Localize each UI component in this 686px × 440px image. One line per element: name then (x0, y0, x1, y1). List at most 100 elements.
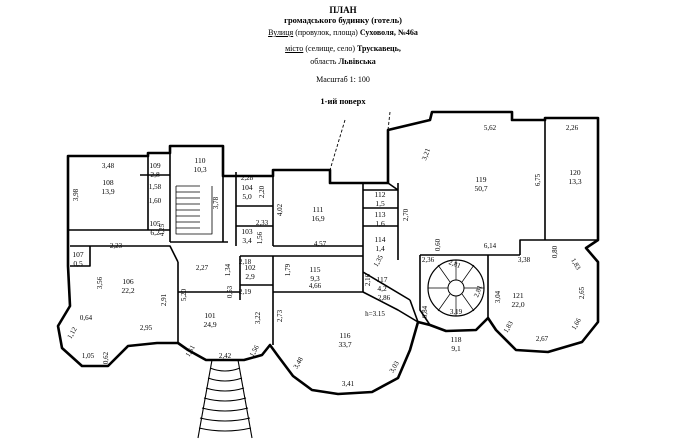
room-area-111: 16,9 (311, 214, 324, 223)
dimension-label: 2,65 (578, 286, 586, 299)
dimension-label: 2,28 (241, 174, 254, 182)
city-value: Трускавець, (357, 44, 401, 53)
room-number-113: 113 (375, 210, 386, 219)
bay-lines (329, 111, 391, 171)
dimension-label: 3,38 (518, 256, 531, 264)
dimension-label: 6,14 (484, 242, 497, 250)
dimension-label: 2,95 (140, 324, 153, 332)
dimension-label: 1,79 (284, 263, 292, 276)
dimension-label: 2,20 (258, 185, 266, 198)
scale-label: Масштаб 1: 100 (316, 75, 370, 84)
dimension-label: 1,58 (149, 183, 162, 191)
dimension-label: 1,60 (149, 197, 162, 205)
dimension-label: 1,05 (82, 352, 95, 360)
rotunda-wall (57, 305, 129, 367)
room-labels: 10813,91092,81056,21070,510622,211010,31… (72, 156, 581, 353)
dimension-label: 3,04 (494, 290, 502, 303)
dimension-label: 5,62 (484, 124, 497, 132)
dimension-label: 6,75 (534, 173, 542, 186)
dimension-label: 2,16 (364, 273, 372, 286)
dimension-label: 3,21 (420, 147, 432, 162)
room-number-112: 112 (375, 190, 386, 199)
city-line: місто (селище, село) Трускавець, (0, 44, 686, 53)
floor-label: 1-ий поверх (320, 96, 366, 106)
street-label: Вулиця (268, 28, 294, 37)
dimension-label: 3,19 (450, 308, 463, 316)
dimension-label: 3,56 (96, 276, 104, 289)
room-area-114: 1,4 (375, 244, 385, 253)
plan-subtitle: громадського будинку (готель) (284, 15, 402, 25)
entrance-steps (197, 359, 253, 439)
room-number-109: 109 (149, 161, 161, 170)
dimension-label: 4,02 (276, 203, 284, 216)
room-area-108: 13,9 (101, 187, 114, 196)
height-annotation: h=3.15 (365, 310, 385, 318)
room-number-111: 111 (313, 205, 324, 214)
room-area-121: 22,0 (511, 300, 524, 309)
room-number-102: 102 (244, 263, 256, 272)
dimension-label: 1,83 (502, 319, 515, 334)
dimension-label: 0,62 (102, 351, 110, 364)
region-line: область Львівська (0, 57, 686, 66)
city-hint: (селище, село) (305, 44, 356, 53)
dimension-label: 2,42 (219, 352, 232, 360)
room-number-104: 104 (241, 183, 253, 192)
dimension-label: 3,98 (72, 188, 80, 201)
room-number-106: 106 (122, 277, 134, 286)
main-stair (175, 185, 213, 235)
room-area-119: 50,7 (474, 184, 487, 193)
region-value: Львівська (338, 57, 376, 66)
dimension-label: 2,81 (472, 284, 484, 299)
dimension-label: 0,53 (226, 285, 234, 298)
dimension-label: 1,56 (256, 231, 264, 244)
dimension-label: 3,03 (388, 359, 401, 374)
dimension-label: 2,86 (378, 294, 391, 302)
dimension-label: 4,25 (158, 223, 166, 236)
dimension-label: 2,19 (239, 288, 252, 296)
dimension-label: 2,26 (566, 124, 579, 132)
room-area-107: 0,5 (73, 259, 83, 268)
room-area-120: 13,3 (568, 177, 581, 186)
room-area-118: 9,1 (451, 344, 461, 353)
street-value: Суховоля (359, 28, 394, 37)
interior-walls (68, 120, 598, 345)
city-label: місто (285, 44, 304, 53)
room-area-115: 9,3 (310, 274, 320, 283)
dimension-label: 2,23 (110, 242, 123, 250)
dimension-label: 1,12 (66, 325, 79, 340)
dimension-label: 3,78 (212, 196, 220, 209)
region-label: область (310, 57, 337, 66)
room-number-114: 114 (375, 235, 386, 244)
dimension-label: 1,61 (184, 343, 197, 358)
room-number-105: 105 (149, 219, 161, 228)
dimension-label: 2,27 (196, 264, 209, 272)
room-area-117: 4,2 (377, 284, 387, 293)
dimension-label: 0,64 (80, 314, 93, 322)
dimension-label: 2,91 (160, 293, 168, 306)
house-value: , №46а (393, 28, 418, 37)
room-area-116: 33,7 (338, 340, 351, 349)
dimension-label: 1,83 (569, 257, 582, 272)
dimension-label: 2,33 (256, 219, 269, 227)
walls (56, 110, 600, 439)
room-number-120: 120 (569, 168, 581, 177)
dimension-label: 4,66 (309, 282, 322, 290)
room-area-105: 6,2 (150, 228, 160, 237)
room-area-109: 2,8 (150, 170, 160, 179)
spiral-stair-treads (428, 260, 484, 316)
spiral-stair-core (447, 279, 465, 297)
dimension-label: 0,80 (551, 245, 559, 258)
room-number-117: 117 (377, 275, 388, 284)
room-area-101: 24,9 (203, 320, 216, 329)
room-area-104: 5,0 (242, 192, 252, 201)
room-number-121: 121 (512, 291, 524, 300)
room-number-119: 119 (476, 175, 487, 184)
street-line: Вулиця (провулок, площа) Суховоля, №46а (0, 28, 686, 37)
room-number-101: 101 (204, 311, 216, 320)
outer-wall (56, 110, 600, 396)
dimension-label: 5,20 (180, 288, 188, 301)
room-number-108: 108 (102, 178, 114, 187)
dimension-label: 3,48 (292, 355, 305, 370)
room-number-116: 116 (340, 331, 351, 340)
